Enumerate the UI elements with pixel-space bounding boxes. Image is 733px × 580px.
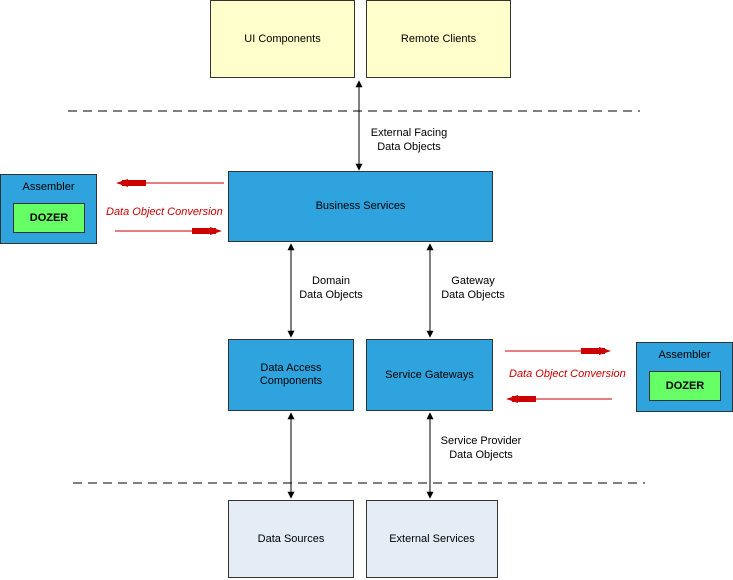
- left-dozer-label: DOZER: [29, 212, 69, 224]
- left-conversion-arrowhead-in: [192, 228, 216, 234]
- right-assembler-title: Assembler: [658, 349, 711, 361]
- business-services-box[interactable]: Business Services: [228, 171, 493, 242]
- data-sources-label: Data Sources: [257, 532, 325, 545]
- service-provider-line1: Service Provider: [440, 435, 522, 447]
- left-dozer-box[interactable]: DOZER: [13, 203, 85, 233]
- remote-clients-label: Remote Clients: [400, 32, 477, 45]
- data-sources-box[interactable]: Data Sources: [228, 500, 354, 578]
- ui-components-box[interactable]: UI Components: [210, 0, 355, 78]
- right-conversion-arrowhead-out: [581, 348, 605, 354]
- left-conversion-arrowhead-out: [122, 180, 146, 186]
- right-dozer-box[interactable]: DOZER: [649, 371, 721, 401]
- service-gateways-box[interactable]: Service Gateways: [366, 339, 493, 411]
- right-conversion-label: Data Object Conversion: [509, 368, 626, 380]
- right-dozer-label: DOZER: [665, 380, 705, 392]
- gateway-line1: Gateway: [451, 275, 495, 287]
- ui-components-label: UI Components: [244, 32, 321, 45]
- external-facing-line2: Data Objects: [377, 141, 441, 153]
- left-assembler-title: Assembler: [22, 181, 75, 193]
- business-services-label: Business Services: [315, 200, 406, 212]
- domain-line2: Data Objects: [299, 289, 363, 301]
- right-conversion-arrowhead-in: [512, 396, 536, 402]
- data-access-components-box[interactable]: Data Access Components: [228, 339, 354, 411]
- right-assembler-box[interactable]: Assembler DOZER: [636, 342, 733, 412]
- left-conversion-label: Data Object Conversion: [106, 206, 223, 218]
- service-provider-line2: Data Objects: [449, 449, 513, 461]
- external-facing-line1: External Facing: [370, 127, 448, 139]
- gateway-line2: Data Objects: [441, 289, 505, 301]
- data-access-components-label: Data Access Components: [259, 362, 323, 387]
- service-provider-label: Service Provider Data Objects: [437, 434, 525, 462]
- domain-label: Domain Data Objects: [296, 274, 366, 302]
- service-gateways-label: Service Gateways: [385, 368, 474, 381]
- remote-clients-box[interactable]: Remote Clients: [366, 0, 511, 78]
- gateway-label: Gateway Data Objects: [438, 274, 508, 302]
- external-services-label: External Services: [389, 532, 475, 545]
- external-services-box[interactable]: External Services: [366, 500, 498, 578]
- domain-line1: Domain: [312, 275, 350, 287]
- external-facing-label: External Facing Data Objects: [366, 126, 452, 154]
- left-assembler-box[interactable]: Assembler DOZER: [0, 174, 97, 244]
